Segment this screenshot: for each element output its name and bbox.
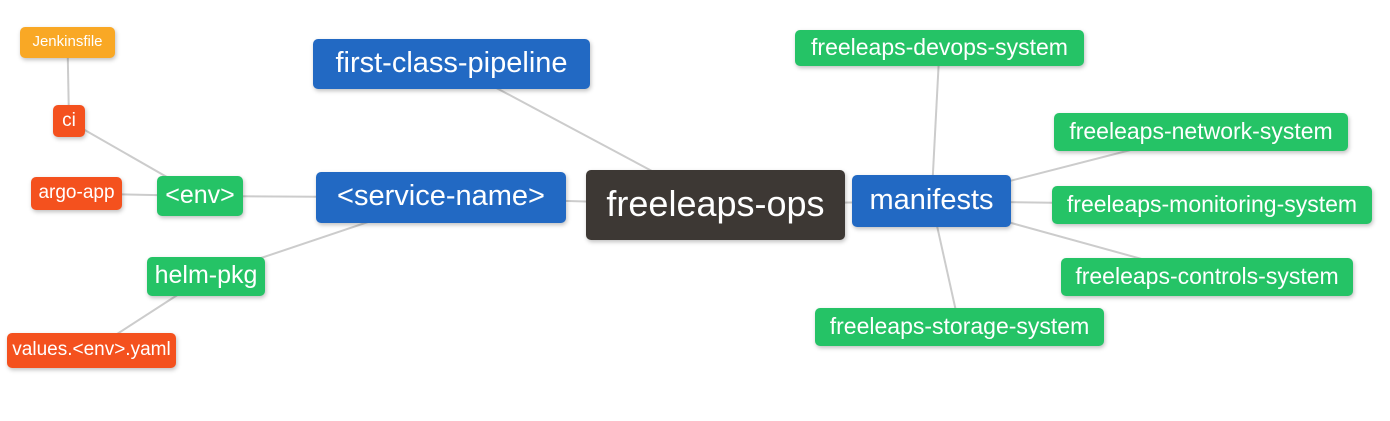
- node-jenkinsfile[interactable]: Jenkinsfile: [20, 27, 115, 58]
- node-label-freeleaps-controls-system: freeleaps-controls-system: [1075, 262, 1339, 289]
- node-values-env-yaml[interactable]: values.<env>.yaml: [7, 333, 176, 368]
- node-first-class-pipeline[interactable]: first-class-pipeline: [313, 39, 590, 89]
- node-freeleaps-storage-system[interactable]: freeleaps-storage-system: [815, 308, 1104, 346]
- node-label-freeleaps-ops: freeleaps-ops: [606, 183, 825, 224]
- node-label-jenkinsfile: Jenkinsfile: [32, 33, 103, 50]
- node-env[interactable]: <env>: [157, 176, 243, 216]
- node-label-helm-pkg: helm-pkg: [154, 261, 258, 289]
- node-label-freeleaps-devops-system: freeleaps-devops-system: [811, 33, 1068, 60]
- node-label-env: <env>: [165, 180, 235, 209]
- node-label-manifests: manifests: [869, 183, 994, 216]
- node-freeleaps-devops-system[interactable]: freeleaps-devops-system: [795, 30, 1084, 66]
- node-freeleaps-monitoring-system[interactable]: freeleaps-monitoring-system: [1052, 186, 1372, 224]
- node-label-first-class-pipeline: first-class-pipeline: [335, 46, 568, 79]
- node-freeleaps-network-system[interactable]: freeleaps-network-system: [1054, 113, 1348, 151]
- node-label-freeleaps-storage-system: freeleaps-storage-system: [829, 312, 1090, 339]
- node-helm-pkg[interactable]: helm-pkg: [147, 257, 265, 296]
- node-manifests[interactable]: manifests: [852, 175, 1011, 227]
- node-service-name[interactable]: <service-name>: [316, 172, 566, 223]
- node-label-values-env-yaml: values.<env>.yaml: [12, 339, 171, 360]
- node-freeleaps-ops[interactable]: freeleaps-ops: [586, 170, 845, 240]
- node-argo-app[interactable]: argo-app: [31, 177, 122, 210]
- node-label-ci: ci: [62, 109, 76, 131]
- node-label-service-name: <service-name>: [337, 180, 545, 212]
- node-label-argo-app: argo-app: [38, 182, 115, 203]
- node-label-freeleaps-network-system: freeleaps-network-system: [1069, 117, 1333, 144]
- node-freeleaps-controls-system[interactable]: freeleaps-controls-system: [1061, 258, 1353, 296]
- node-ci[interactable]: ci: [53, 105, 85, 137]
- node-label-freeleaps-monitoring-system: freeleaps-monitoring-system: [1066, 190, 1358, 217]
